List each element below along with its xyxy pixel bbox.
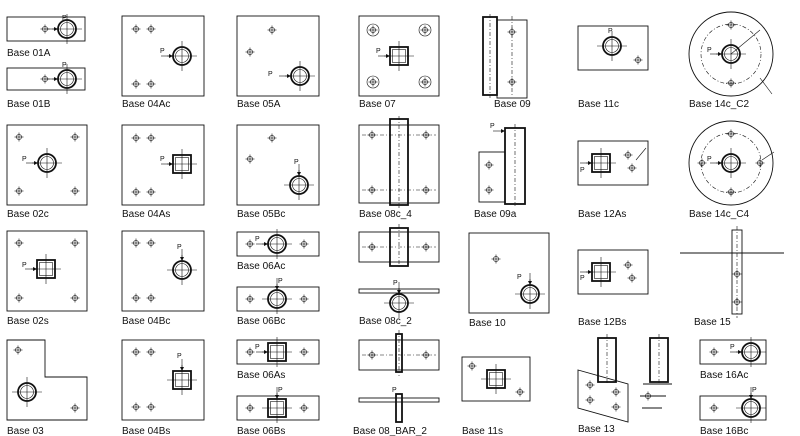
base-06bc-label: Base 06Bc <box>237 316 285 327</box>
base-07-label: Base 07 <box>359 99 396 110</box>
base-14c-c4-drawing[interactable]: P <box>688 120 775 206</box>
base-02c-p-marker: P <box>22 156 27 163</box>
base-08-bar-2-drawing[interactable]: P <box>358 330 440 423</box>
base-04ac-label: Base 04Ac <box>122 99 170 110</box>
base-08c-2-label: Base 08c_2 <box>359 316 412 327</box>
base-05bc-drawing[interactable]: P <box>236 124 320 206</box>
base-11c-label: Base 11c <box>578 99 619 110</box>
base-06bs-label: Base 06Bs <box>237 426 285 436</box>
base-12bs-label: Base 12Bs <box>578 317 626 328</box>
base-10-label: Base 10 <box>469 318 506 329</box>
base-14c-c4-label: Base 14c_C4 <box>689 209 749 220</box>
base-14c-c2-label: Base 14c_C2 <box>689 99 749 110</box>
base-16bc-label: Base 16Bc <box>700 426 748 436</box>
base-15-drawing[interactable] <box>680 226 784 318</box>
base-10-p-marker: P <box>517 274 522 281</box>
base-11s-drawing[interactable] <box>461 356 531 402</box>
base-01a-p-marker: P <box>62 15 67 22</box>
base-05a-p-marker: P <box>268 71 273 78</box>
base-09-label: Base 09 <box>494 99 531 110</box>
base-06bs-drawing[interactable]: P <box>236 386 320 424</box>
base-11c-p-marker: P <box>608 28 613 35</box>
base-12as-drawing[interactable]: P <box>577 140 649 186</box>
base-09a-drawing[interactable]: P <box>478 123 526 206</box>
base-14c-c2-p-marker: P <box>707 47 712 54</box>
base-04bc-drawing[interactable]: P <box>121 230 205 312</box>
base-03-label: Base 03 <box>7 426 44 436</box>
base-06ac-label: Base 06Ac <box>237 261 285 272</box>
base-04bs-p-marker: P <box>177 353 182 360</box>
base-02c-drawing[interactable]: P <box>6 124 88 206</box>
base-04bc-label: Base 04Bc <box>122 316 170 327</box>
base-08c-2-p-marker: P <box>393 280 398 287</box>
base-06as-p-marker: P <box>255 344 260 351</box>
base-12bs-p-marker: P <box>580 275 585 282</box>
base-12bs-drawing[interactable]: P <box>577 249 649 295</box>
base-16bc-drawing[interactable]: P <box>699 386 767 424</box>
base-05a-drawing[interactable]: P <box>236 15 320 97</box>
base-02s-p-marker: P <box>22 262 27 269</box>
base-06bs-p-marker: P <box>278 387 283 394</box>
base-16ac-drawing[interactable]: P <box>699 336 767 368</box>
base-06as-label: Base 06As <box>237 370 285 381</box>
base-02s-label: Base 02s <box>7 316 49 327</box>
base-12as-label: Base 12As <box>578 209 626 220</box>
base-06ac-drawing[interactable]: P <box>236 228 320 260</box>
base-05a-label: Base 05A <box>237 99 281 110</box>
base-04ac-p-marker: P <box>160 48 165 55</box>
base-08c-4-label: Base 08c_4 <box>359 209 412 220</box>
base-04as-label: Base 04As <box>122 209 170 220</box>
base-04as-p-marker: P <box>160 156 165 163</box>
base-01b-p-marker: P <box>62 62 67 69</box>
base-03-drawing[interactable] <box>6 339 88 421</box>
base-08-bar-2-p-marker: P <box>392 387 397 394</box>
base-07-drawing[interactable]: P <box>358 15 440 97</box>
base-13-drawing[interactable] <box>577 334 672 423</box>
base-14c-c2-drawing[interactable]: P <box>688 11 774 97</box>
base-07-p-marker: P <box>376 48 381 55</box>
base-09a-p-marker: P <box>490 123 495 130</box>
base-06as-drawing[interactable]: P <box>236 336 320 368</box>
base-15-label: Base 15 <box>694 317 731 328</box>
base-04bs-drawing[interactable]: P <box>121 339 205 421</box>
base-09-drawing[interactable] <box>482 14 528 99</box>
base-06bc-drawing[interactable]: P <box>236 277 320 315</box>
base-04as-drawing[interactable]: P <box>121 124 205 206</box>
base-05bc-p-marker: P <box>294 159 299 166</box>
base-01b-label: Base 01B <box>7 99 51 110</box>
base-08c-4-drawing[interactable] <box>358 116 440 208</box>
base-16bc-p-marker: P <box>752 387 757 394</box>
base-06ac-p-marker: P <box>255 236 260 243</box>
base-13-label: Base 13 <box>578 424 615 435</box>
base-09a-label: Base 09a <box>474 209 517 220</box>
base-02c-label: Base 02c <box>7 209 49 220</box>
base-04bc-p-marker: P <box>177 244 182 251</box>
base-11c-drawing[interactable]: P <box>577 25 649 71</box>
base-11s-label: Base 11s <box>462 426 503 436</box>
base-01a-label: Base 01A <box>7 48 51 59</box>
base-14c-c4-p-marker: P <box>707 156 712 163</box>
base-16ac-p-marker: P <box>730 344 735 351</box>
base-02s-drawing[interactable]: P <box>6 230 88 312</box>
base-08-bar-2-label: Base 08_BAR_2 <box>353 426 427 436</box>
base-04ac-drawing[interactable]: P <box>121 15 205 97</box>
base-01a-drawing[interactable]: P <box>6 13 86 45</box>
base-16ac-label: Base 16Ac <box>700 370 748 381</box>
base-05bc-label: Base 05Bc <box>237 209 285 220</box>
base-10-drawing[interactable]: P <box>468 232 550 314</box>
base-06bc-p-marker: P <box>278 278 283 285</box>
base-01b-drawing[interactable]: P <box>6 62 86 95</box>
base-12as-p-marker: P <box>580 167 585 174</box>
base-08c-2-drawing[interactable]: P <box>358 224 440 319</box>
base-04bs-label: Base 04Bs <box>122 426 170 436</box>
